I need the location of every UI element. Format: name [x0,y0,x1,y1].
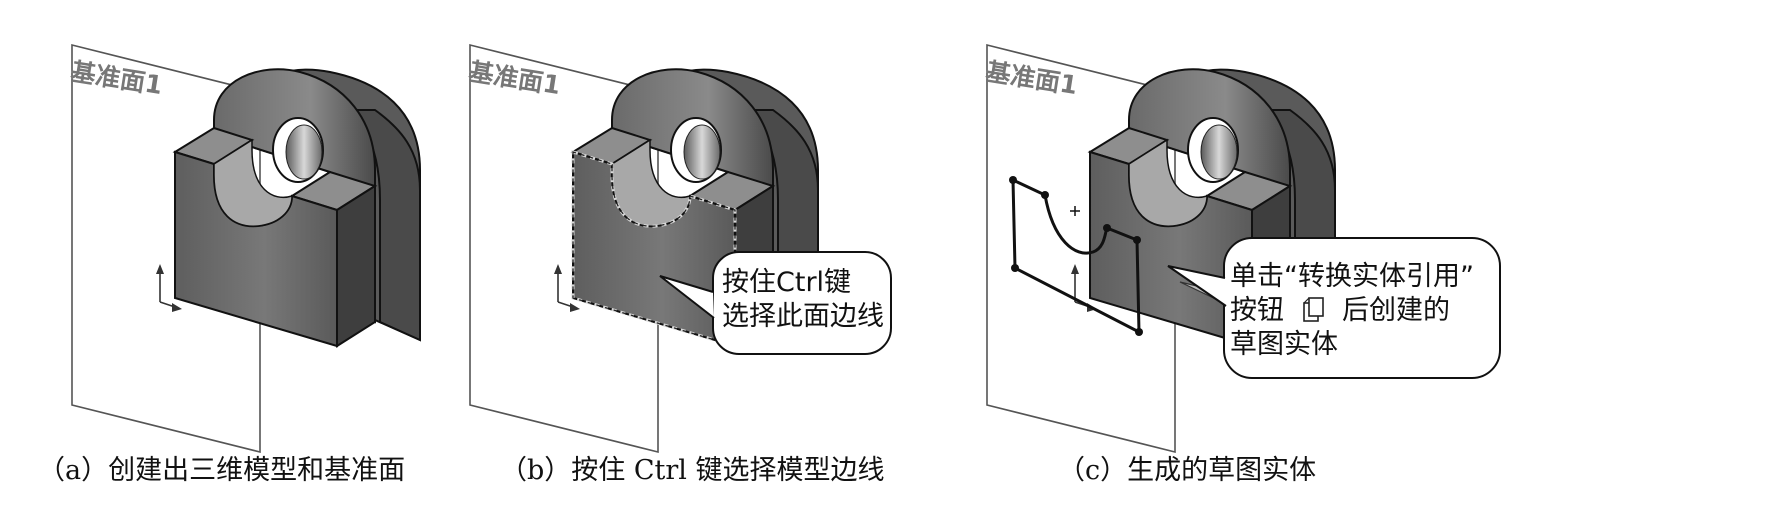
callout-b-line2: 选择此面边线 [722,301,884,332]
caption-b: （b）按住 Ctrl 键选择模型边线 [500,455,885,486]
sketch-entities[interactable] [1009,176,1143,336]
callout-c-line2b: 后创建的 [1342,295,1450,326]
caption-c: （c）生成的草图实体 [1058,455,1317,486]
panel-a [71,44,421,453]
panel-b [469,44,819,453]
callout-b [659,251,892,355]
selected-face-edges[interactable] [571,149,737,349]
callout-c-line3: 草图实体 [1230,329,1338,360]
caption-a: （a）创建出三维模型和基准面 [38,455,406,486]
callout-b-line1: 按住Ctrl键 [722,267,852,298]
model-part-a [174,68,421,347]
callout-c-line1: 单击“转换实体引用” [1230,261,1474,292]
panel-c [986,44,1336,453]
callout-c-line2a: 按钮 [1230,295,1284,326]
convert-entities-icon [1303,297,1324,322]
callout-c [1167,237,1501,379]
